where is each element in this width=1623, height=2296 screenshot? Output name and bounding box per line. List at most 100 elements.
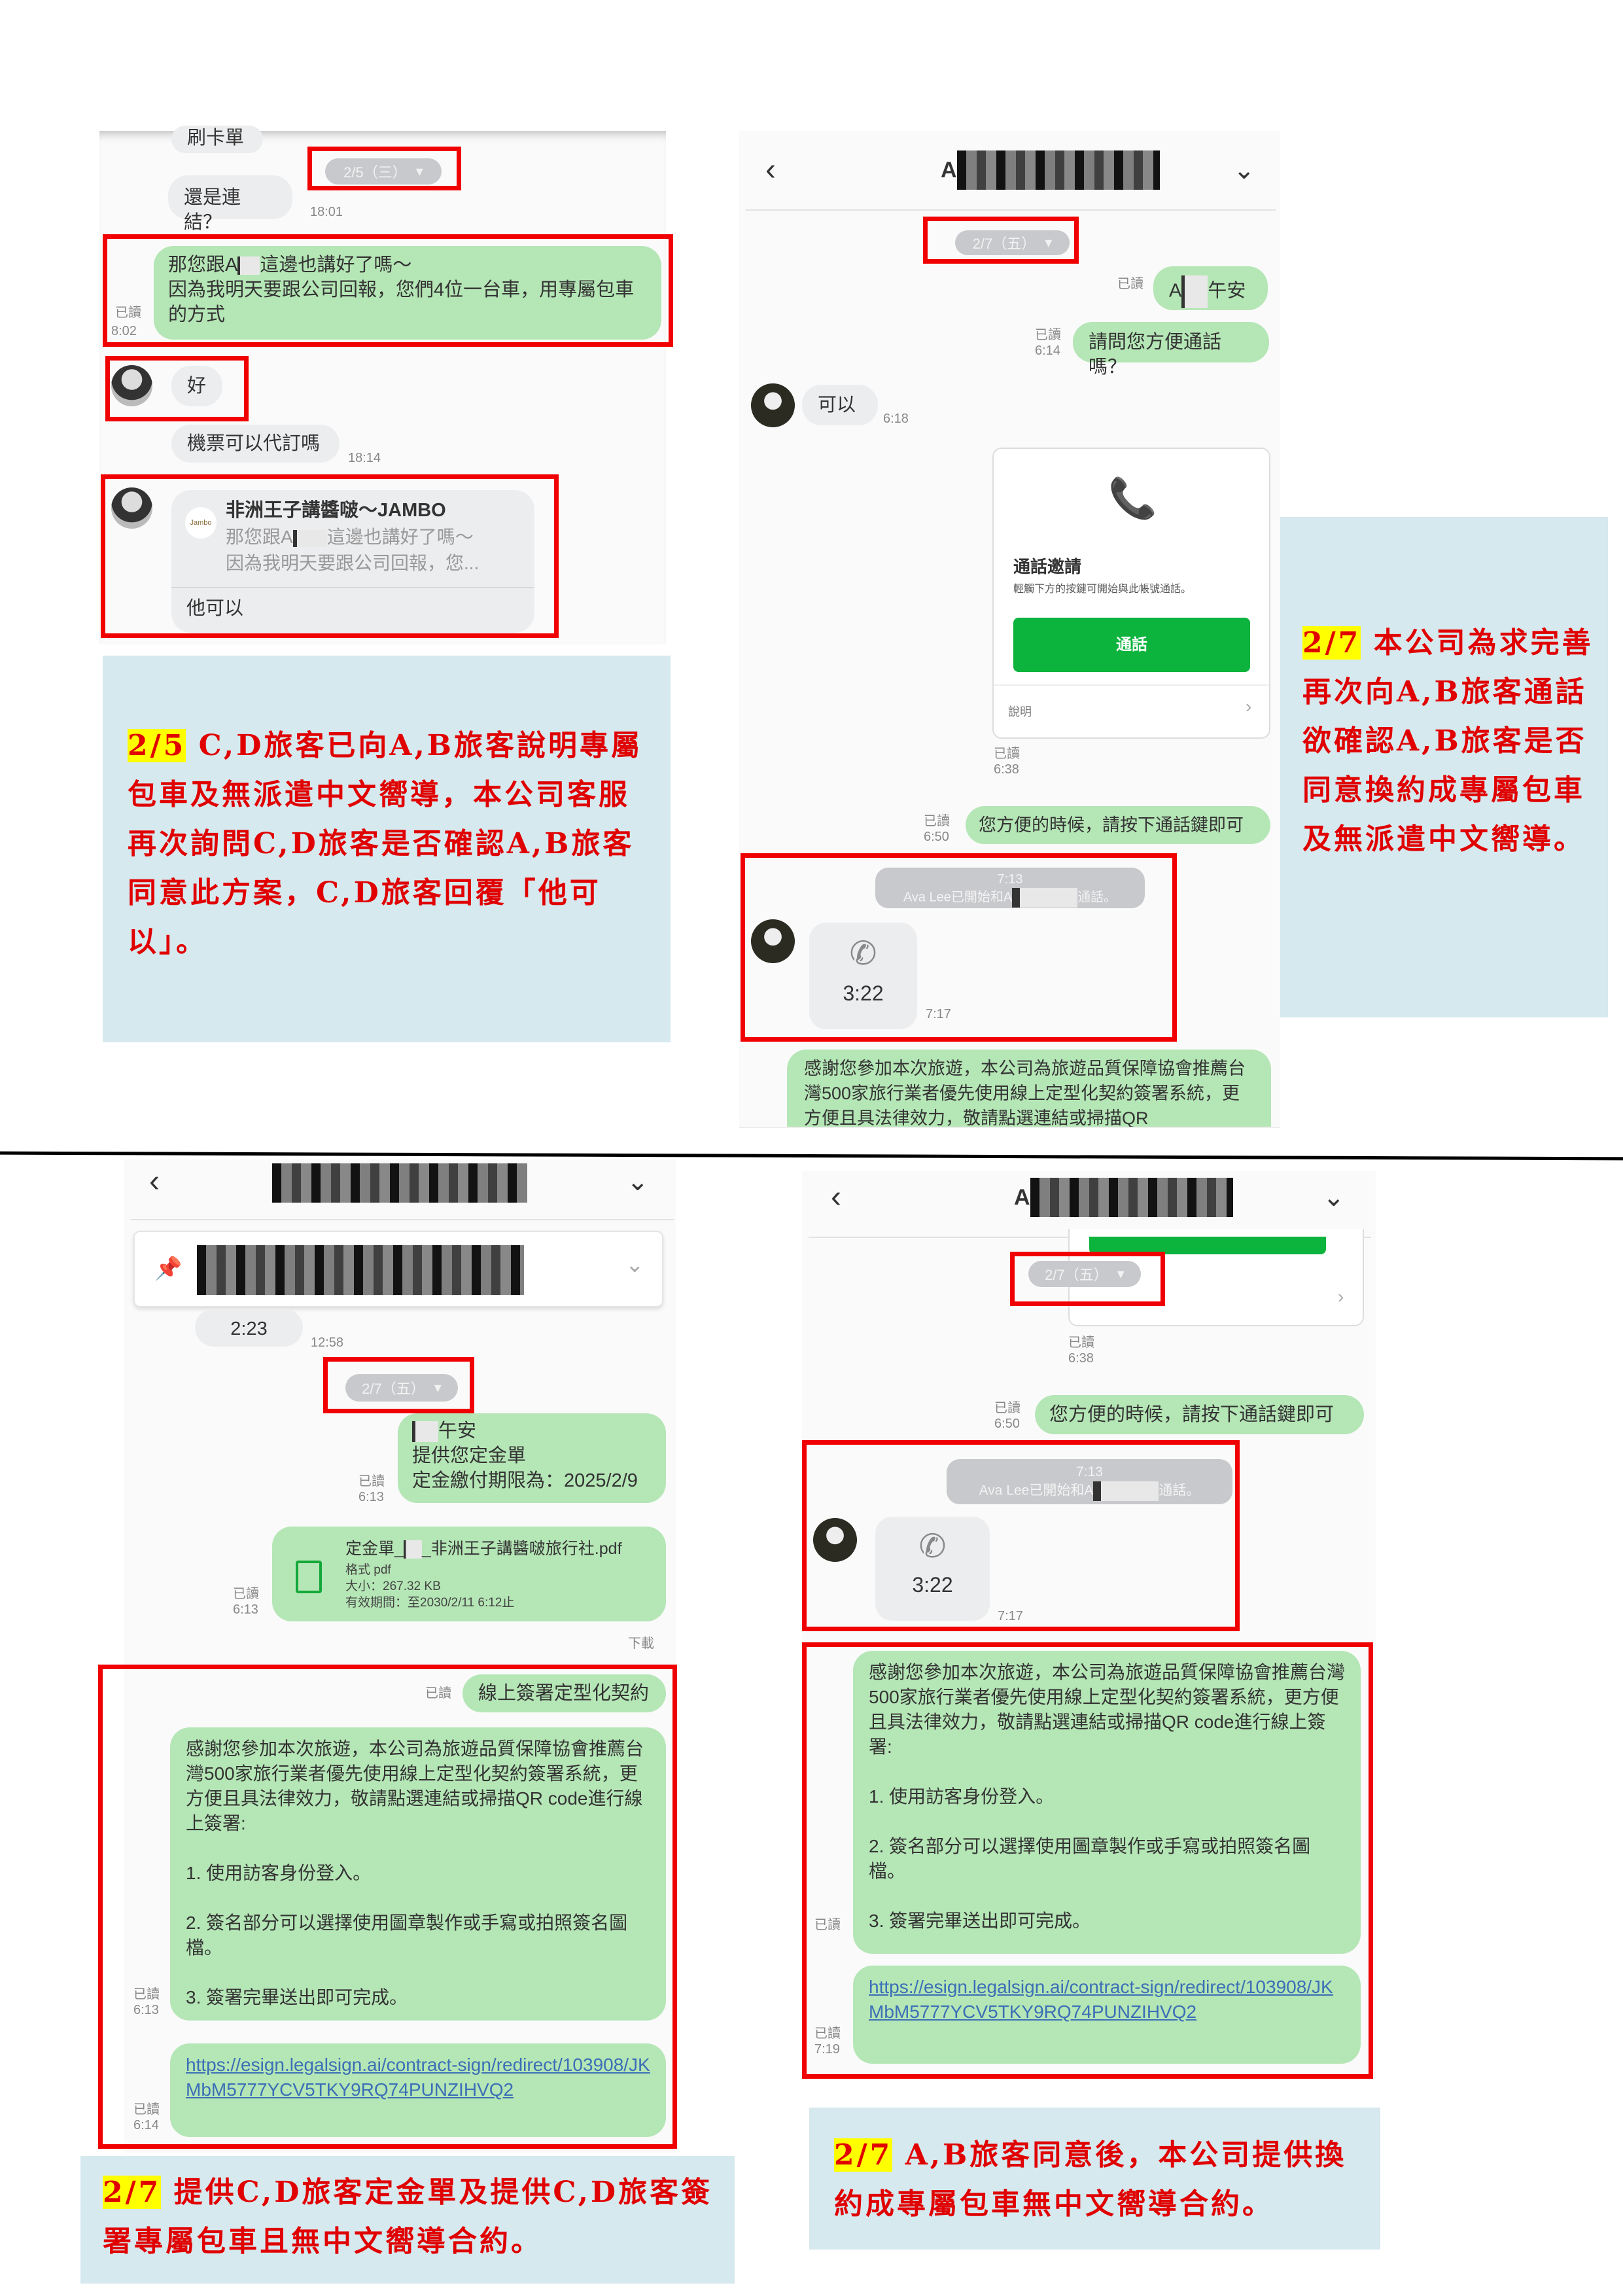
message-time: 6:38 — [1068, 1351, 1094, 1366]
invite-description: 輕觸下方的按鍵可開始與此帳號通話。 — [1013, 584, 1192, 595]
highlight-box — [741, 853, 1177, 1042]
chat-title: A — [1014, 1178, 1233, 1217]
chevron-down-icon[interactable]: ⌄ — [1233, 156, 1255, 185]
redacted-name — [237, 256, 260, 275]
reply-text: 他可以 — [186, 598, 244, 619]
read-receipt: 已讀 — [1035, 328, 1061, 342]
message-time: 18:01 — [310, 205, 343, 219]
call-button[interactable] — [1089, 1237, 1326, 1254]
note-date: 2/7 — [1302, 626, 1361, 660]
back-icon[interactable]: ‹ — [765, 152, 776, 187]
message-time: 6:13 — [133, 2003, 159, 2017]
message-time: 6:38 — [994, 762, 1019, 777]
chevron-down-icon[interactable]: ⌄ — [1323, 1183, 1345, 1212]
call-button[interactable]: 通話 — [1013, 618, 1250, 672]
highlight-box — [103, 234, 673, 347]
contract-link[interactable]: https://esign.legalsign.ai/contract-sign… — [186, 2055, 650, 2100]
read-receipt: 已讀 — [924, 814, 950, 828]
pinned-message[interactable]: 📌 ⌄ — [133, 1231, 663, 1307]
link-message: https://esign.legalsign.ai/contract-sign… — [170, 2043, 666, 2137]
avatar[interactable] — [111, 487, 152, 529]
message-bubble: 可以 — [802, 385, 878, 425]
date-selector[interactable]: 2/7（五）▾ — [345, 1374, 458, 1402]
header-divider — [746, 209, 1276, 211]
date-label: 2/5（三） — [343, 164, 407, 181]
highlight-box — [101, 474, 559, 638]
highlight-box — [923, 217, 1079, 264]
message-text: 因為我明天要跟公司回報，您們4位一台車，用專屬包車的方式 — [168, 279, 635, 325]
chevron-right-icon[interactable]: › — [1246, 696, 1252, 716]
note-date: 2/7 — [103, 2176, 162, 2209]
highlight-box — [323, 1357, 474, 1413]
chat-title: A — [941, 150, 1160, 190]
note-text: C,D旅客已向A,B旅客說明專屬包車及無派遣中文嚮導，本公司客服再次詢問C,D旅… — [128, 729, 642, 959]
phone-icon: ✆ — [849, 935, 877, 972]
contract-link[interactable]: https://esign.legalsign.ai/contract-sign… — [869, 1977, 1333, 2022]
message-input-bar[interactable] — [739, 1127, 1280, 1156]
message-time: 7:19 — [814, 2042, 840, 2057]
read-receipt: 已讀 — [994, 747, 1020, 761]
download-link[interactable]: 下載 — [628, 1636, 654, 1651]
annotation-note: 2/7 本公司為求完善再次向A,B旅客通話欲確認A,B旅客是否同意換約成專屬包車… — [1280, 517, 1608, 1017]
divider — [994, 684, 1269, 686]
read-receipt: 已讀 — [1068, 1335, 1094, 1350]
annotation-note: 2/5 C,D旅客已向A,B旅客說明專屬包車及無派遣中文嚮導，本公司客服再次詢問… — [103, 656, 671, 1042]
note-date: 2/5 — [128, 729, 186, 762]
message-time: 6:50 — [994, 1417, 1020, 1431]
call-duration: 3:22 — [912, 1573, 953, 1597]
message-bubble: 午安提供您定金單定金繳付期限為：2025/2/9 — [398, 1413, 666, 1503]
message-bubble: 線上簽署定型化契約 — [462, 1674, 666, 1712]
highlight-box — [98, 1665, 677, 2149]
message-time: 6:18 — [883, 412, 909, 426]
read-receipt: 已讀 — [994, 1401, 1021, 1415]
date-selector[interactable]: 2/5（三）▾ — [325, 158, 442, 185]
help-link[interactable]: 說明 — [1008, 705, 1032, 718]
read-receipt: 已讀 — [814, 1918, 841, 1932]
phone-icon: ✆ — [918, 1528, 947, 1564]
note-text: A,B旅客同意後，本公司提供換約成專屬包車無中文嚮導合約。 — [834, 2138, 1347, 2221]
jambo-logo: Jambo — [185, 507, 217, 539]
chevron-down-icon[interactable]: ⌄ — [625, 1252, 644, 1277]
message-bubble: 您方便的時候，請按下通話鍵即可 — [1035, 1395, 1364, 1434]
read-receipt: 已讀 — [425, 1686, 451, 1701]
date-selector[interactable]: 2/7（五）▾ — [1028, 1261, 1141, 1287]
chevron-right-icon[interactable]: › — [1338, 1286, 1344, 1307]
highlight-box — [307, 147, 461, 190]
message-text: 這邊也講好了嗎～ — [260, 255, 412, 275]
call-record-bubble[interactable]: ✆ 3:22 — [809, 923, 917, 1029]
file-name: 定金單__非洲王子講醬啵旅行社.pdf — [345, 1540, 622, 1559]
message-time: 6:14 — [1035, 344, 1060, 358]
date-selector[interactable]: 2/7（五）▾ — [955, 230, 1070, 255]
call-record-bubble[interactable]: 2:23 — [195, 1309, 303, 1347]
avatar[interactable] — [813, 1518, 857, 1562]
message-bubble: 刷卡單 — [171, 126, 263, 153]
avatar[interactable] — [751, 383, 795, 427]
read-receipt: 已讀 — [133, 1987, 160, 2002]
call-invite-card: 📞 通話邀請 輕觸下方的按鍵可開始與此帳號通話。 通話 說明 › — [992, 448, 1270, 739]
back-icon[interactable]: ‹ — [831, 1180, 841, 1214]
message-bubble: 好 — [171, 366, 222, 406]
message-time: 6:13 — [233, 1602, 258, 1617]
read-receipt: 已讀 — [358, 1474, 385, 1489]
caret-down-icon: ▾ — [1117, 1265, 1125, 1282]
highlight-box — [1010, 1252, 1165, 1306]
chevron-down-icon[interactable]: ⌄ — [627, 1167, 649, 1196]
message-time: 7:17 — [998, 1609, 1023, 1623]
call-record-bubble[interactable]: ✆ 3:22 — [875, 1517, 990, 1621]
read-receipt: 已讀 — [1117, 277, 1143, 291]
back-icon[interactable]: ‹ — [149, 1164, 160, 1199]
avatar[interactable] — [111, 365, 152, 406]
read-receipt: 已讀 — [133, 2102, 160, 2117]
message-bubble: 您方便的時候，請按下通話鍵即可 — [966, 806, 1270, 844]
read-receipt: 已讀 — [233, 1587, 259, 1601]
message-time: 6:14 — [133, 2118, 159, 2132]
note-text: 本公司為求完善再次向A,B旅客通話欲確認A,B旅客是否同意換約成專屬包車及無派遣… — [1302, 626, 1594, 856]
avatar[interactable] — [751, 919, 795, 963]
caret-down-icon: ▾ — [1045, 234, 1053, 251]
